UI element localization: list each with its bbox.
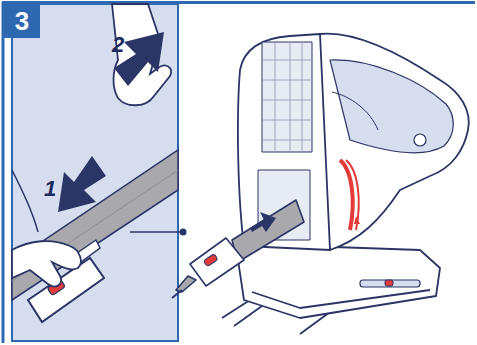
step-number: 3 bbox=[15, 8, 29, 34]
hand-lower bbox=[12, 241, 81, 286]
arrow-one bbox=[58, 156, 106, 212]
main-belt bbox=[172, 200, 304, 298]
left-rule bbox=[2, 2, 5, 343]
step-number-box: 3 bbox=[4, 4, 40, 38]
hand-upper bbox=[112, 4, 171, 105]
callout-number: 2 bbox=[112, 34, 124, 56]
detail-panel bbox=[12, 4, 178, 341]
car-seat bbox=[222, 34, 469, 334]
leader-dot bbox=[180, 229, 187, 236]
leader-line bbox=[130, 231, 183, 233]
hand-lower-wrist bbox=[12, 170, 38, 232]
callout-number: 1 bbox=[44, 178, 56, 200]
